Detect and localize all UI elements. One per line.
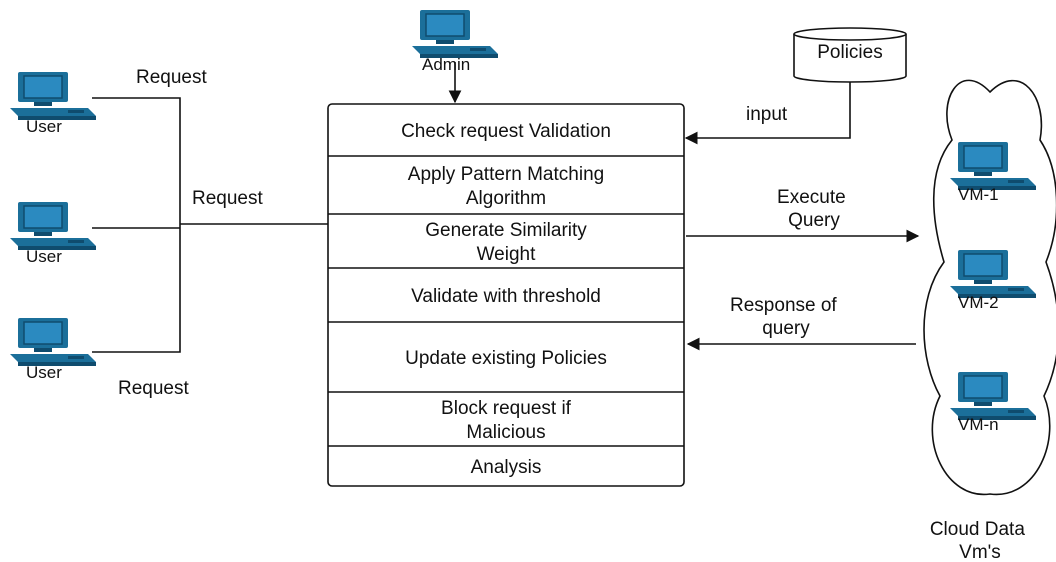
user-label: User bbox=[26, 117, 62, 136]
vm-label: VM-n bbox=[958, 415, 999, 434]
response-label: Response of query bbox=[730, 295, 842, 339]
cloud-label: Cloud Data Vm's bbox=[930, 519, 1030, 562]
request-label-middle: Request bbox=[192, 188, 263, 209]
computer-icon bbox=[9, 201, 97, 251]
process-step-1: Check request Validation bbox=[401, 121, 611, 142]
vm-label: VM-1 bbox=[958, 185, 999, 204]
user-computer-1: User bbox=[9, 71, 97, 136]
computer-icon bbox=[9, 317, 97, 367]
vm-1: VM-1 bbox=[949, 141, 1037, 204]
request-connectors bbox=[92, 97, 328, 353]
admin-computer: Admin bbox=[411, 9, 499, 74]
process-step-4: Validate with threshold bbox=[411, 286, 601, 307]
policies-label: Policies bbox=[817, 42, 882, 63]
admin-label: Admin bbox=[422, 55, 470, 74]
execute-query-label: Execute Query bbox=[777, 187, 851, 231]
user-label: User bbox=[26, 363, 62, 382]
user-computer-3: User bbox=[9, 317, 97, 382]
request-label-bottom: Request bbox=[118, 378, 189, 399]
user-computer-2: User bbox=[9, 201, 97, 266]
policies-input-arrow bbox=[684, 82, 851, 145]
policies-database: Policies bbox=[793, 27, 907, 83]
vm-n: VM-n bbox=[949, 371, 1037, 434]
input-label: input bbox=[746, 104, 788, 125]
computer-icon bbox=[411, 9, 499, 59]
computer-icon bbox=[9, 71, 97, 121]
request-label-top: Request bbox=[136, 67, 207, 88]
process-step-7: Analysis bbox=[471, 457, 542, 478]
process-step-5: Update existing Policies bbox=[405, 348, 607, 369]
user-label: User bbox=[26, 247, 62, 266]
vm-label: VM-2 bbox=[958, 293, 999, 312]
vm-2: VM-2 bbox=[949, 249, 1037, 312]
